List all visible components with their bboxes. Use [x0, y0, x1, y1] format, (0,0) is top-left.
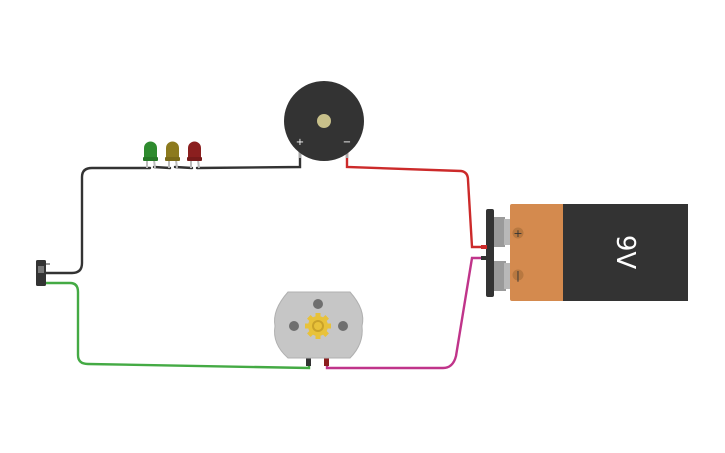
wire-red[interactable]: [345, 150, 484, 249]
battery-plus-label: +: [513, 227, 522, 240]
led-yellow[interactable]: [165, 141, 180, 169]
wire-green[interactable]: [44, 281, 311, 370]
slide-switch[interactable]: [36, 260, 50, 286]
wire-magenta[interactable]: [325, 256, 484, 370]
wire-black[interactable]: [44, 166, 152, 275]
led-green[interactable]: [143, 141, 158, 169]
battery-minus-label: |: [516, 269, 520, 282]
battery-9v[interactable]: + | 9V: [481, 204, 688, 301]
buzzer-minus-label: −: [343, 137, 351, 148]
battery-voltage-label: 9V: [610, 235, 640, 270]
led-red[interactable]: [187, 141, 202, 169]
piezo-buzzer[interactable]: + −: [284, 81, 364, 161]
buzzer-plus-label: +: [296, 137, 304, 148]
battery-snap[interactable]: [486, 209, 494, 297]
dc-motor[interactable]: [274, 291, 364, 366]
gear-icon: [305, 313, 331, 339]
